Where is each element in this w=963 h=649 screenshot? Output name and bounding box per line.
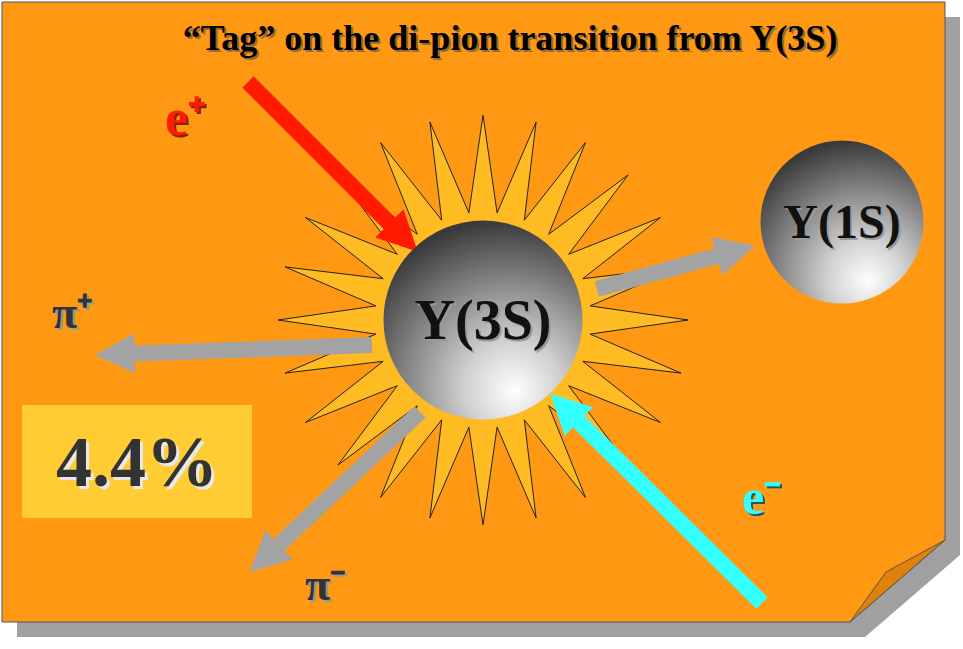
- branching-fraction-box: 4.4%: [22, 405, 252, 518]
- pion-minus-arrow: [268, 412, 420, 555]
- electron-label: e⁻: [742, 472, 781, 522]
- pion-plus-arrow: [120, 345, 372, 354]
- positron-label: e⁺: [165, 92, 206, 144]
- note-fold: [850, 540, 945, 622]
- transition-arrow: [597, 252, 731, 289]
- positron-beam-arrow: [248, 82, 400, 234]
- branching-fraction: 4.4%: [56, 426, 218, 498]
- electron-beam-arrow: [568, 411, 762, 603]
- particle-name: Y(3S): [415, 292, 552, 348]
- pion-label: π⁺: [52, 290, 93, 336]
- sphere-fill: [761, 141, 924, 304]
- pion-label: π⁻: [305, 562, 346, 608]
- note-paper: [2, 2, 945, 622]
- meson-sphere: Y(3S): [383, 220, 583, 420]
- sphere-fill: [384, 221, 583, 420]
- meson-sphere: Y(1S): [760, 140, 924, 304]
- diagram-title: “Tag” on the di-pion transition from Y(3…: [183, 20, 838, 56]
- particle-name: Y(1S): [783, 198, 900, 246]
